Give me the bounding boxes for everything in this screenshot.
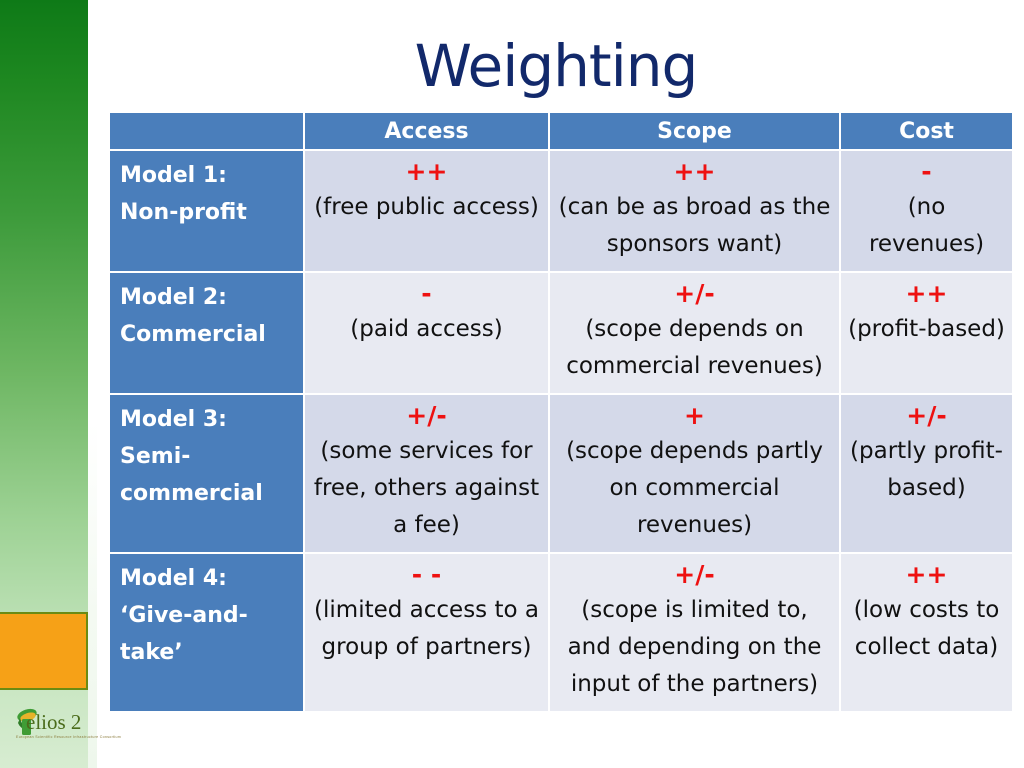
- rating-symbol: +/-: [906, 401, 947, 430]
- cell-model-1-cost: - (no revenues): [841, 151, 1012, 271]
- sidebar-edge-fade: [88, 0, 97, 768]
- row-label-model-4: Model 4: ‘Give-and-take’: [110, 554, 303, 711]
- cell-model-3-access: +/- (some services for free, others again…: [305, 395, 548, 552]
- rating-description: (profit-based): [848, 316, 1005, 342]
- row-label-line: Model 1:: [120, 163, 227, 188]
- rating-symbol: - -: [411, 560, 442, 589]
- decorative-orange-box: [0, 612, 88, 690]
- row-label-line: Model 4:: [120, 566, 227, 591]
- rating-symbol: ++: [905, 560, 948, 589]
- row-label-line: Non-profit: [120, 200, 247, 225]
- cell-model-4-access: - - (limited access to a group of partner…: [305, 554, 548, 711]
- rating-symbol: -: [421, 279, 432, 308]
- rating-description: (partly profit-based): [850, 438, 1003, 501]
- row-label-line: Semi-: [120, 444, 191, 469]
- table-row: Model 2: Commercial - (paid access) +/- (scop…: [110, 273, 1012, 393]
- cell-model-4-cost: ++ (low costs to collect data): [841, 554, 1012, 711]
- rating-description: (scope depends on commercial revenues): [566, 316, 823, 379]
- cell-model-2-access: - (paid access): [305, 273, 548, 393]
- cell-model-1-scope: ++ (can be as broad as the sponsors want): [550, 151, 839, 271]
- rating-description: (no revenues): [868, 194, 985, 257]
- table-header-row: Access Scope Cost: [110, 113, 1012, 149]
- table-row: Model 3: Semi-commercial +/- (some services…: [110, 395, 1012, 552]
- logo-wordmark: elios 2: [26, 710, 82, 734]
- rating-description: (low costs to collect data): [853, 597, 1000, 660]
- weighting-table: Access Scope Cost Model 1: Non-profit ++ (f…: [108, 111, 1014, 713]
- rating-description: (scope depends partly on commercial reve…: [566, 438, 823, 538]
- column-header-blank: [110, 113, 303, 149]
- row-label-line: Model 3:: [120, 407, 227, 432]
- rating-symbol: +/-: [674, 560, 715, 589]
- cell-model-3-cost: +/- (partly profit-based): [841, 395, 1012, 552]
- cell-model-3-scope: + (scope depends partly on commercial rev…: [550, 395, 839, 552]
- weighting-table-container: Access Scope Cost Model 1: Non-profit ++ (f…: [108, 111, 1012, 713]
- rating-description: (paid access): [350, 316, 503, 342]
- table-row: Model 1: Non-profit ++ (free public access)…: [110, 151, 1012, 271]
- green-leaf-icon: [17, 708, 37, 735]
- rating-symbol: -: [921, 157, 932, 186]
- row-label-line: Commercial: [120, 322, 266, 347]
- row-label-line: ‘Give-and-: [120, 603, 248, 628]
- rating-description: (scope is limited to, and depending on t…: [567, 597, 822, 697]
- rating-description: (limited access to a group of partners): [314, 597, 539, 660]
- logo-subtitle: European Scientific Resource Infrastruct…: [16, 735, 122, 739]
- rating-symbol: ++: [673, 157, 716, 186]
- cell-model-1-access: ++ (free public access): [305, 151, 548, 271]
- row-label-model-2: Model 2: Commercial: [110, 273, 303, 393]
- rating-symbol: +/-: [674, 279, 715, 308]
- cell-model-2-scope: +/- (scope depends on commercial revenues…: [550, 273, 839, 393]
- column-header-cost: Cost: [841, 113, 1012, 149]
- column-header-access: Access: [305, 113, 548, 149]
- rating-description: (some services for free, others against …: [313, 438, 540, 538]
- table-row: Model 4: ‘Give-and-take’ - - (limited acces…: [110, 554, 1012, 711]
- rating-symbol: +: [684, 401, 705, 430]
- cell-model-4-scope: +/- (scope is limited to, and depending o…: [550, 554, 839, 711]
- row-label-line: Model 2:: [120, 285, 227, 310]
- page-title: Weighting: [414, 32, 699, 100]
- row-label-model-3: Model 3: Semi-commercial: [110, 395, 303, 552]
- row-label-line: commercial: [120, 481, 263, 506]
- row-label-line: take’: [120, 640, 183, 665]
- column-header-scope: Scope: [550, 113, 839, 149]
- table-body: Model 1: Non-profit ++ (free public access)…: [110, 151, 1012, 711]
- cell-model-2-cost: ++ (profit-based): [841, 273, 1012, 393]
- rating-symbol: ++: [905, 279, 948, 308]
- rating-symbol: +/-: [406, 401, 447, 430]
- rating-symbol: ++: [405, 157, 448, 186]
- row-label-model-1: Model 1: Non-profit: [110, 151, 303, 271]
- rating-description: (can be as broad as the sponsors want): [558, 194, 831, 257]
- rating-description: (free public access): [314, 194, 539, 220]
